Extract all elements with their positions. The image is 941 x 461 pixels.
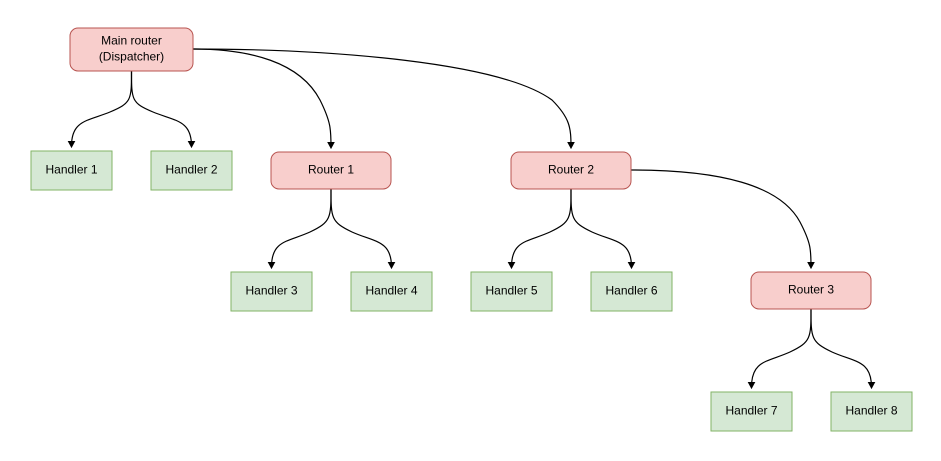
edge-router-2-to-router-3[interactable] xyxy=(630,169,815,270)
edge-line xyxy=(810,308,876,390)
node-router-2[interactable]: Router 2 xyxy=(510,151,632,190)
node-shape-handler[interactable] xyxy=(150,150,233,191)
edge-router-3-to-handler-8[interactable] xyxy=(810,308,876,390)
edge-line xyxy=(67,70,133,149)
edge-main-router-to-handler-2[interactable] xyxy=(130,70,196,149)
edge-hit-area[interactable] xyxy=(631,170,811,267)
edge-hit-area[interactable] xyxy=(272,189,332,267)
node-shape-router[interactable] xyxy=(69,27,194,72)
edge-line xyxy=(747,308,812,390)
edge-hit-area[interactable] xyxy=(811,309,872,387)
edge-line xyxy=(507,188,572,270)
node-router-3[interactable]: Router 3 xyxy=(750,271,872,310)
node-shape-router[interactable] xyxy=(750,271,872,310)
node-shape-handler[interactable] xyxy=(470,271,553,312)
node-shape-router[interactable] xyxy=(270,151,392,190)
edge-line xyxy=(267,188,332,270)
node-handler-7[interactable]: Handler 7 xyxy=(710,391,793,432)
node-shape-handler[interactable] xyxy=(30,150,113,191)
edge-router-2-to-handler-6[interactable] xyxy=(570,188,636,270)
node-shape-handler[interactable] xyxy=(350,271,433,312)
edge-line xyxy=(630,169,815,270)
edge-router-3-to-handler-7[interactable] xyxy=(747,308,812,390)
edge-router-1-to-handler-4[interactable] xyxy=(330,188,396,270)
edge-main-router-to-router-1[interactable] xyxy=(192,48,335,150)
node-shape-handler[interactable] xyxy=(230,271,313,312)
edge-hit-area[interactable] xyxy=(331,189,392,267)
node-shape-router[interactable] xyxy=(510,151,632,190)
edge-hit-area[interactable] xyxy=(571,189,632,267)
edge-main-router-to-router-2[interactable] xyxy=(192,48,575,150)
edge-hit-area[interactable] xyxy=(132,71,192,146)
edge-line xyxy=(192,48,575,150)
node-router-1[interactable]: Router 1 xyxy=(270,151,392,190)
edge-hit-area[interactable] xyxy=(193,49,571,147)
edge-line xyxy=(330,188,396,270)
edge-hit-area[interactable] xyxy=(752,309,812,387)
edge-hit-area[interactable] xyxy=(512,189,572,267)
edge-line xyxy=(130,70,196,149)
node-handler-2[interactable]: Handler 2 xyxy=(150,150,233,191)
node-handler-1[interactable]: Handler 1 xyxy=(30,150,113,191)
node-handler-4[interactable]: Handler 4 xyxy=(350,271,433,312)
node-handler-6[interactable]: Handler 6 xyxy=(590,271,673,312)
edge-line xyxy=(192,48,335,150)
node-handler-3[interactable]: Handler 3 xyxy=(230,271,313,312)
edge-hit-area[interactable] xyxy=(193,49,331,147)
nodes-layer: Main router(Dispatcher) Handler 1 Handler … xyxy=(30,27,913,432)
node-shape-handler[interactable] xyxy=(710,391,793,432)
node-main-router[interactable]: Main router(Dispatcher) xyxy=(69,27,194,72)
edge-router-1-to-handler-3[interactable] xyxy=(267,188,332,270)
edge-main-router-to-handler-1[interactable] xyxy=(67,70,133,149)
edges-layer xyxy=(67,48,876,390)
edge-router-2-to-handler-5[interactable] xyxy=(507,188,572,270)
edge-hit-area[interactable] xyxy=(72,71,132,146)
edge-line xyxy=(570,188,636,270)
node-shape-handler[interactable] xyxy=(830,391,913,432)
node-handler-8[interactable]: Handler 8 xyxy=(830,391,913,432)
node-shape-handler[interactable] xyxy=(590,271,673,312)
node-handler-5[interactable]: Handler 5 xyxy=(470,271,553,312)
